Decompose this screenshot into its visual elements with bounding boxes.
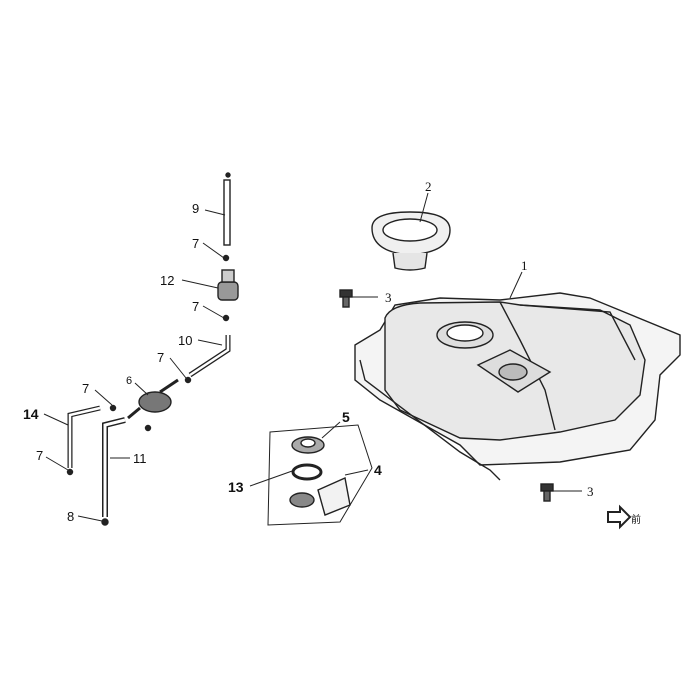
part-label-12: 12 <box>160 273 175 288</box>
bolt-upper <box>339 289 353 308</box>
front-arrow-icon <box>607 504 632 530</box>
fuel-unit-outline <box>267 424 373 526</box>
part-label-7: 7 <box>82 381 90 396</box>
part-label-11: 11 <box>133 451 147 466</box>
fuel-cock <box>127 378 179 420</box>
o-ring-13 <box>291 463 323 481</box>
part-label-7: 7 <box>157 350 165 365</box>
bolt-lower <box>540 483 554 502</box>
hose-11 <box>102 417 126 517</box>
part-label-3-lower: 3 <box>587 484 594 499</box>
fuel-cap <box>371 211 451 271</box>
part-label-14: 14 <box>23 406 39 422</box>
part-label-7: 7 <box>36 448 44 463</box>
part-label-6: 6 <box>126 375 133 387</box>
leader-lines <box>43 192 582 522</box>
part-label-3-upper: 3 <box>385 290 392 305</box>
part-label-2: 2 <box>425 179 432 194</box>
part-label-7: 7 <box>192 299 200 314</box>
fuel-sender-4 <box>289 476 351 516</box>
fuel-unit-5 <box>291 436 325 454</box>
part-label-4: 4 <box>374 462 382 478</box>
part-label-7: 7 <box>192 236 200 251</box>
part-label-5: 5 <box>342 409 350 425</box>
fuel-tank <box>354 292 681 481</box>
part-label-9: 9 <box>192 201 200 216</box>
hose-clips <box>66 172 231 526</box>
part-label-10: 10 <box>178 333 193 348</box>
fuel-filter <box>217 269 239 301</box>
front-direction-label: 前 <box>631 515 641 526</box>
hose-14 <box>67 405 101 468</box>
hose-9 <box>223 179 231 246</box>
part-label-1: 1 <box>521 258 528 273</box>
part-label-13: 13 <box>228 479 244 495</box>
part-label-8: 8 <box>67 509 75 524</box>
